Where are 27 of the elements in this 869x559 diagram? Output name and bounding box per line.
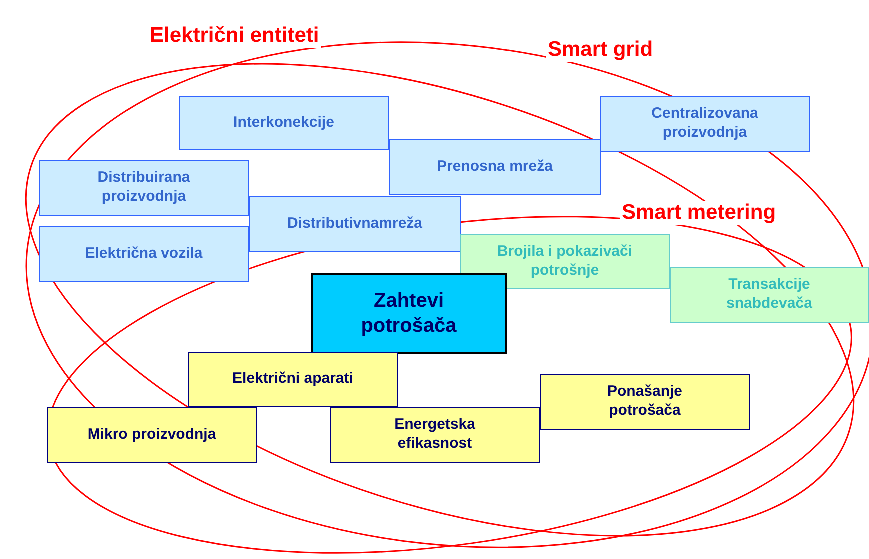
box-label: Električna vozila bbox=[84, 244, 204, 264]
central-box bbox=[311, 273, 507, 354]
grid-entity-box bbox=[39, 160, 249, 216]
consumer-box bbox=[540, 374, 750, 430]
box-label: Energetska efikasnost bbox=[394, 416, 476, 454]
box-label: Zahtevi potrošača bbox=[360, 288, 458, 338]
grid-entity-box bbox=[389, 139, 601, 195]
grid-entity-box bbox=[600, 96, 810, 152]
box-label: Centralizovana proizvodnja bbox=[650, 105, 760, 143]
metering-box bbox=[670, 267, 869, 323]
box-label: Električni aparati bbox=[232, 370, 354, 389]
box-label: Prenosna mreža bbox=[436, 158, 554, 176]
grid-entity-box bbox=[249, 196, 461, 252]
grid-entity-box bbox=[179, 96, 389, 150]
box-label: Transakcije snabdevača bbox=[726, 276, 814, 314]
set-heading: Električni entiteti bbox=[148, 24, 322, 48]
grid-entity-box bbox=[39, 226, 249, 282]
box-label: Distributivnamreža bbox=[286, 214, 424, 234]
consumer-box bbox=[188, 352, 398, 407]
box-label: Ponašanje potrošača bbox=[606, 383, 684, 421]
box-label: Distribuirana proizvodnja bbox=[96, 169, 192, 207]
box-label: Interkonekcije bbox=[232, 114, 336, 132]
box-label: Brojila i pokazivači potrošnje bbox=[496, 242, 634, 280]
consumer-box bbox=[330, 407, 540, 463]
consumer-box bbox=[47, 407, 257, 463]
metering-box bbox=[460, 234, 670, 289]
box-label: Mikro proizvodnja bbox=[86, 426, 218, 444]
